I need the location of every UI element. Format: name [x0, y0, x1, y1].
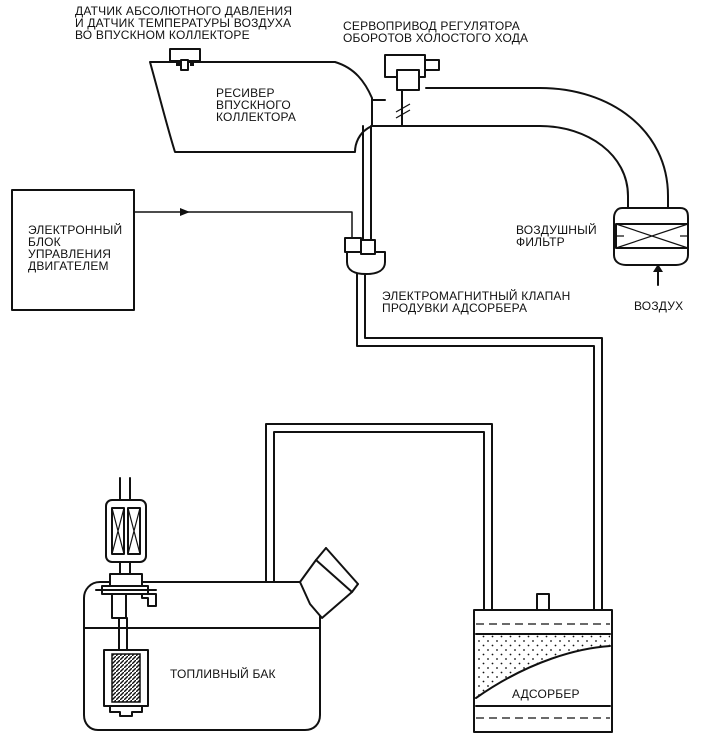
intake-air-duct	[371, 87, 669, 209]
purge-solenoid-valve	[344, 237, 386, 275]
adsorber-label: АДСОРБЕР	[510, 687, 582, 701]
fuel-tank-label: ТОПЛИВНЫЙ БАК	[170, 667, 276, 681]
air-inlet-arrow	[653, 264, 663, 286]
air-filter-label: ВОЗДУШНЫЙ ФИЛЬТР	[516, 223, 597, 249]
map-sensor-label: ДАТЧИК АБСОЛЮТНОГО ДАВЛЕНИЯ И ДАТЧИК ТЕМ…	[75, 4, 293, 42]
vapor-line	[265, 423, 493, 613]
vacuum-line	[362, 125, 372, 241]
idle-servo-label: СЕРВОПРИВОД РЕГУЛЯТОРА ОБОРОТОВ ХОЛОСТОГ…	[343, 19, 529, 45]
ecu-label: ЭЛЕКТРОННЫЙ БЛОК УПРАВЛЕНИЯ ДВИГАТЕЛЕМ	[28, 223, 123, 273]
fuel-pump-module	[95, 477, 157, 717]
receiver-label: РЕСИВЕР ВПУСКНОГО КОЛЛЕКТОРА	[216, 86, 297, 124]
purge-line	[356, 273, 603, 613]
ecu-signal-wire	[133, 208, 353, 239]
purge-valve-label: ЭЛЕКТРОМАГНИТНЫЙ КЛАПАН ПРОДУВКИ АДСОРБЕ…	[382, 289, 571, 315]
air-filter-housing	[613, 207, 689, 266]
air-label: ВОЗДУХ	[634, 299, 684, 313]
intake-receiver	[149, 61, 373, 153]
idle-air-servo	[384, 54, 440, 127]
ecu-box	[11, 189, 135, 311]
map-sensor	[169, 48, 201, 71]
adsorber-canister	[473, 593, 613, 733]
